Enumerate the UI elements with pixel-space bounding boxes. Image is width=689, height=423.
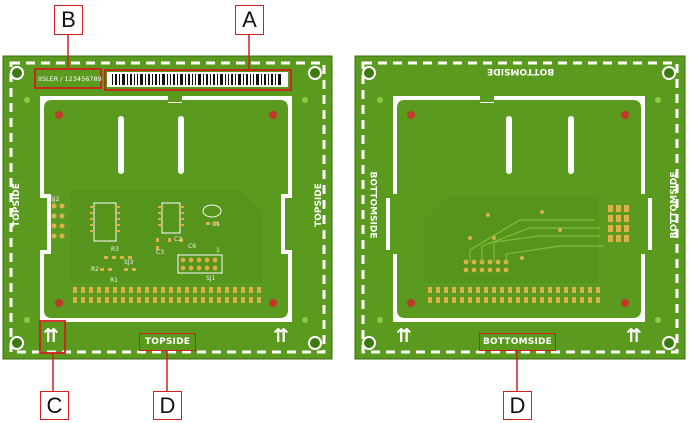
- callout-a-highlight: [104, 69, 292, 91]
- left-pcb-panel: [2, 55, 333, 360]
- callout-c-label: C: [40, 391, 69, 420]
- up-arrows-icon-right-panel-left: ⇈: [396, 325, 412, 347]
- callout-b-label: B: [54, 5, 83, 35]
- bottomside-top-label: BOTTOMSIDE: [487, 66, 555, 76]
- silk-c6: C6: [188, 243, 197, 250]
- bottomside-left-label: BOTTOMSIDE: [367, 171, 378, 239]
- silk-c1: C1: [212, 221, 221, 228]
- mounting-holes-right: [362, 66, 676, 350]
- topside-right-label: TOPSIDE: [313, 183, 324, 227]
- topside-left-label: TOPSIDE: [11, 183, 22, 227]
- silk-c2: C2: [174, 236, 183, 243]
- silk-r1: R1: [110, 277, 118, 284]
- serial-number-text: IISLER / 123456789: [38, 75, 102, 83]
- silk-sj2: SJ2: [50, 196, 60, 203]
- silk-r3: R3: [111, 246, 119, 253]
- up-arrows-icon-left: ⇈: [43, 325, 59, 347]
- silk-r2: R2: [91, 266, 99, 273]
- callout-a-label: A: [235, 5, 264, 35]
- silk-sj3: SJ3: [124, 259, 134, 266]
- silk-c3: C3: [156, 249, 165, 256]
- silk-sj1: SJ1: [206, 275, 216, 282]
- barcode: [107, 72, 288, 87]
- silk-pin1: 1: [216, 247, 220, 254]
- bottomside-bottom-label: BOTTOMSIDE: [479, 333, 556, 351]
- callout-d-left-label: D: [153, 391, 182, 420]
- up-arrows-icon-right: ⇈: [273, 325, 289, 347]
- callout-d-right-label: D: [503, 391, 532, 420]
- mounting-holes: [10, 66, 322, 350]
- bottomside-right-label: BOTTOMSIDE: [669, 171, 680, 239]
- topside-bottom-label: TOPSIDE: [139, 333, 196, 351]
- callout-leaders: [52, 34, 518, 392]
- right-pcb-panel: [354, 55, 686, 360]
- up-arrows-icon-right-panel-right: ⇈: [626, 325, 642, 347]
